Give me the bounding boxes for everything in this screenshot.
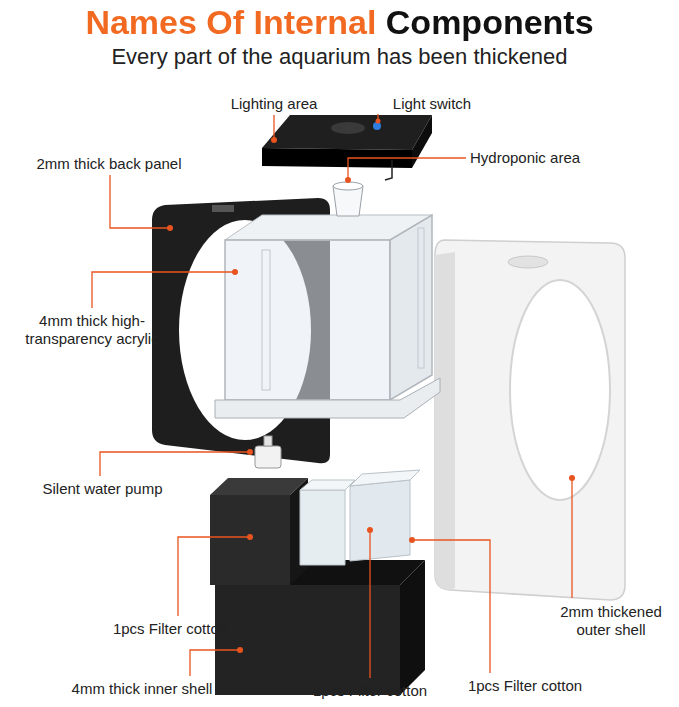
cup-rim xyxy=(333,182,363,190)
inner-shell-front xyxy=(215,585,400,695)
part-name: Silent water pump xyxy=(20,480,185,498)
lid-top xyxy=(262,115,432,150)
part-name: 2mm thickened outer shell xyxy=(548,603,674,639)
outer-shell-window xyxy=(510,280,610,500)
part-name: 1pcs Filter cotton xyxy=(450,677,600,695)
pump-nozzle xyxy=(264,436,272,446)
part-name: 1pcs Filter cotton xyxy=(95,620,245,638)
title: Names Of Internal Components xyxy=(85,2,593,42)
part-name: 4mm thick high-transparency acrylic xyxy=(8,312,176,348)
tank-front xyxy=(225,240,390,400)
lamp-cable xyxy=(385,160,392,180)
water-pump xyxy=(255,446,281,468)
outer-shell xyxy=(435,240,625,600)
lid-hole xyxy=(331,122,365,134)
tank-tube xyxy=(262,250,270,390)
part-name: 2mm thick back panel xyxy=(14,155,204,173)
tank-tube xyxy=(418,228,424,368)
part-name: Hydroponic area xyxy=(470,149,640,167)
subtitle: Every part of the aquarium has been thic… xyxy=(0,44,679,70)
part-name: Light switch xyxy=(362,95,502,113)
inner-shell-side xyxy=(400,560,425,695)
part-name: Lighting area xyxy=(212,95,336,113)
filter-cotton xyxy=(300,490,345,565)
filter-cotton-top xyxy=(300,480,355,490)
outer-shell-edge xyxy=(435,252,455,590)
sponge-front xyxy=(210,495,290,585)
lid-side xyxy=(412,115,432,168)
panel-slot xyxy=(212,205,234,212)
part-name: 4mm thick inner shell xyxy=(36,680,248,698)
filter-cotton xyxy=(350,480,410,561)
part-name: 1pcs Filter cotton xyxy=(295,682,445,700)
filter-cotton-top xyxy=(350,470,420,486)
outer-shell-top-hole xyxy=(508,256,548,268)
tank-tray xyxy=(215,378,440,418)
tank-side xyxy=(390,215,432,400)
leader-lines xyxy=(92,114,572,678)
leader-dots xyxy=(167,119,575,654)
